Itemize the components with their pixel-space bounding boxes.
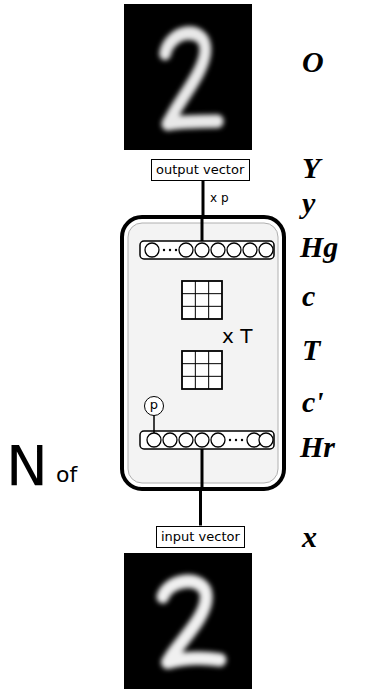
module-count-letter: N bbox=[6, 436, 48, 496]
connector-line bbox=[199, 491, 202, 526]
symbol-label: Hg bbox=[300, 230, 338, 264]
connector-line bbox=[202, 181, 205, 216]
input-vector-box: input vector bbox=[156, 526, 245, 548]
symbol-label: Hr bbox=[300, 430, 335, 464]
output-vector-box: output vector bbox=[151, 159, 250, 181]
edge-label: x p bbox=[210, 191, 229, 205]
probability-label: p bbox=[150, 398, 158, 412]
output-digit-image bbox=[124, 4, 252, 150]
vector-label: output vector bbox=[152, 160, 249, 180]
symbol-label: T bbox=[302, 333, 320, 367]
symbol-label: x bbox=[302, 520, 317, 554]
symbol-label: Y bbox=[302, 151, 320, 185]
input-digit-image bbox=[124, 553, 252, 689]
symbol-label: O bbox=[302, 45, 324, 79]
module-count-word: of bbox=[56, 462, 77, 488]
symbol-label: c' bbox=[302, 385, 324, 419]
module-box: Nofp bbox=[120, 215, 286, 491]
vector-label: input vector bbox=[157, 527, 244, 547]
probability-circle: p bbox=[144, 396, 164, 416]
symbol-label: c bbox=[302, 279, 315, 313]
symbol-label: y bbox=[302, 186, 315, 220]
repeat-label: x T bbox=[222, 325, 252, 347]
module-internals bbox=[124, 219, 282, 487]
